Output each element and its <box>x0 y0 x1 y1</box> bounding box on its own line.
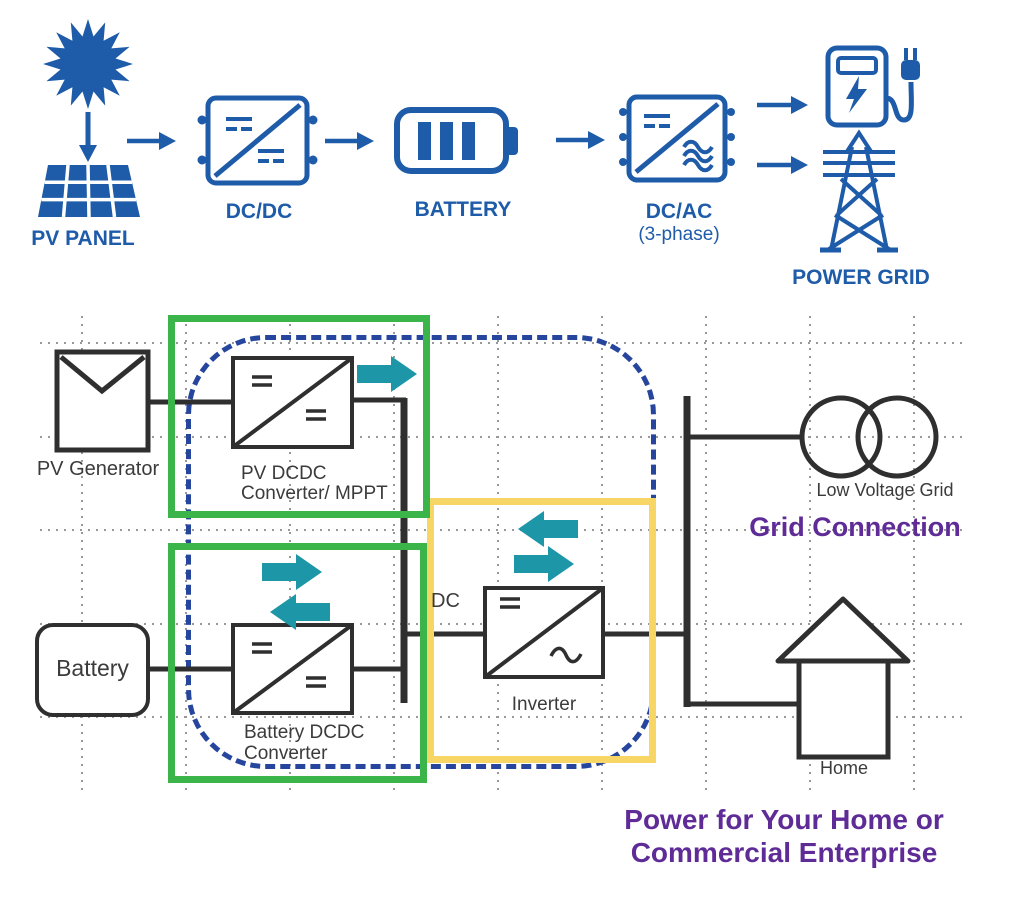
pv-panel-label: PV PANEL <box>31 227 135 250</box>
battery-box <box>35 623 150 717</box>
battery-flow-arrow-right <box>262 554 322 590</box>
dcdc-converter-icon <box>197 95 318 186</box>
tagline-line2: Commercial Enterprise <box>630 837 938 868</box>
pv-flow-arrow-right <box>357 356 417 392</box>
schematic-wires <box>148 396 803 707</box>
dcac-label: DC/AC <box>645 200 713 223</box>
battery-dcdc-label-line2: Converter <box>244 743 328 764</box>
battery-flow-arrow-left <box>270 594 330 630</box>
pv-generator-label: PV Generator <box>36 458 160 480</box>
inverter-label: Inverter <box>511 694 577 715</box>
grid-connection-heading: Grid Connection <box>749 512 961 542</box>
dcac-converter-icon <box>619 94 735 183</box>
battery-flow-label: BATTERY <box>414 198 512 221</box>
power-flow-arrows <box>262 356 578 630</box>
flow-arrow-2-icon <box>325 132 374 150</box>
flow-arrow-1-icon <box>127 132 176 150</box>
pv-dcdc-converter-box <box>231 356 354 449</box>
flow-arrow-4-icon <box>757 96 808 114</box>
tagline-line1: Power for Your Home or <box>624 804 944 835</box>
power-grid-tower-icon <box>820 129 898 253</box>
green-pv-dcdc-region <box>168 315 430 518</box>
battery-box-label: Battery <box>56 655 129 681</box>
battery-dcdc-converter-box <box>231 623 354 715</box>
pv-panel-icon <box>38 164 140 218</box>
yellow-inverter-region <box>427 498 656 763</box>
dcdc-label: DC/DC <box>225 200 293 223</box>
home-label: Home <box>819 758 868 778</box>
pv-dcdc-label-line1: PV DCDC <box>241 463 327 484</box>
arrow-down-icon <box>79 112 97 162</box>
inverter-box <box>483 586 605 679</box>
pv-generator-box <box>54 349 151 453</box>
power-grid-label: POWER GRID <box>792 266 930 289</box>
flow-arrow-5-icon <box>757 156 808 174</box>
dc-bus-label: DC <box>431 590 460 612</box>
transformer-icon <box>799 395 939 479</box>
inverter-flow-arrow-left <box>518 511 578 547</box>
battery-icon <box>394 107 518 174</box>
ev-charger-icon <box>825 45 920 128</box>
flow-arrow-3-icon <box>556 131 605 149</box>
inverter-flow-arrow-right <box>514 546 574 582</box>
green-battery-dcdc-region <box>168 543 427 783</box>
house-icon <box>775 596 911 760</box>
battery-dcdc-label-line1: Battery DCDC <box>244 722 365 743</box>
low-voltage-grid-label: Low Voltage Grid <box>816 480 954 500</box>
sun-icon <box>43 19 133 109</box>
dcac-sublabel: (3-phase) <box>638 224 720 245</box>
pv-dcdc-label-line2: Converter/ MPPT <box>241 483 388 504</box>
